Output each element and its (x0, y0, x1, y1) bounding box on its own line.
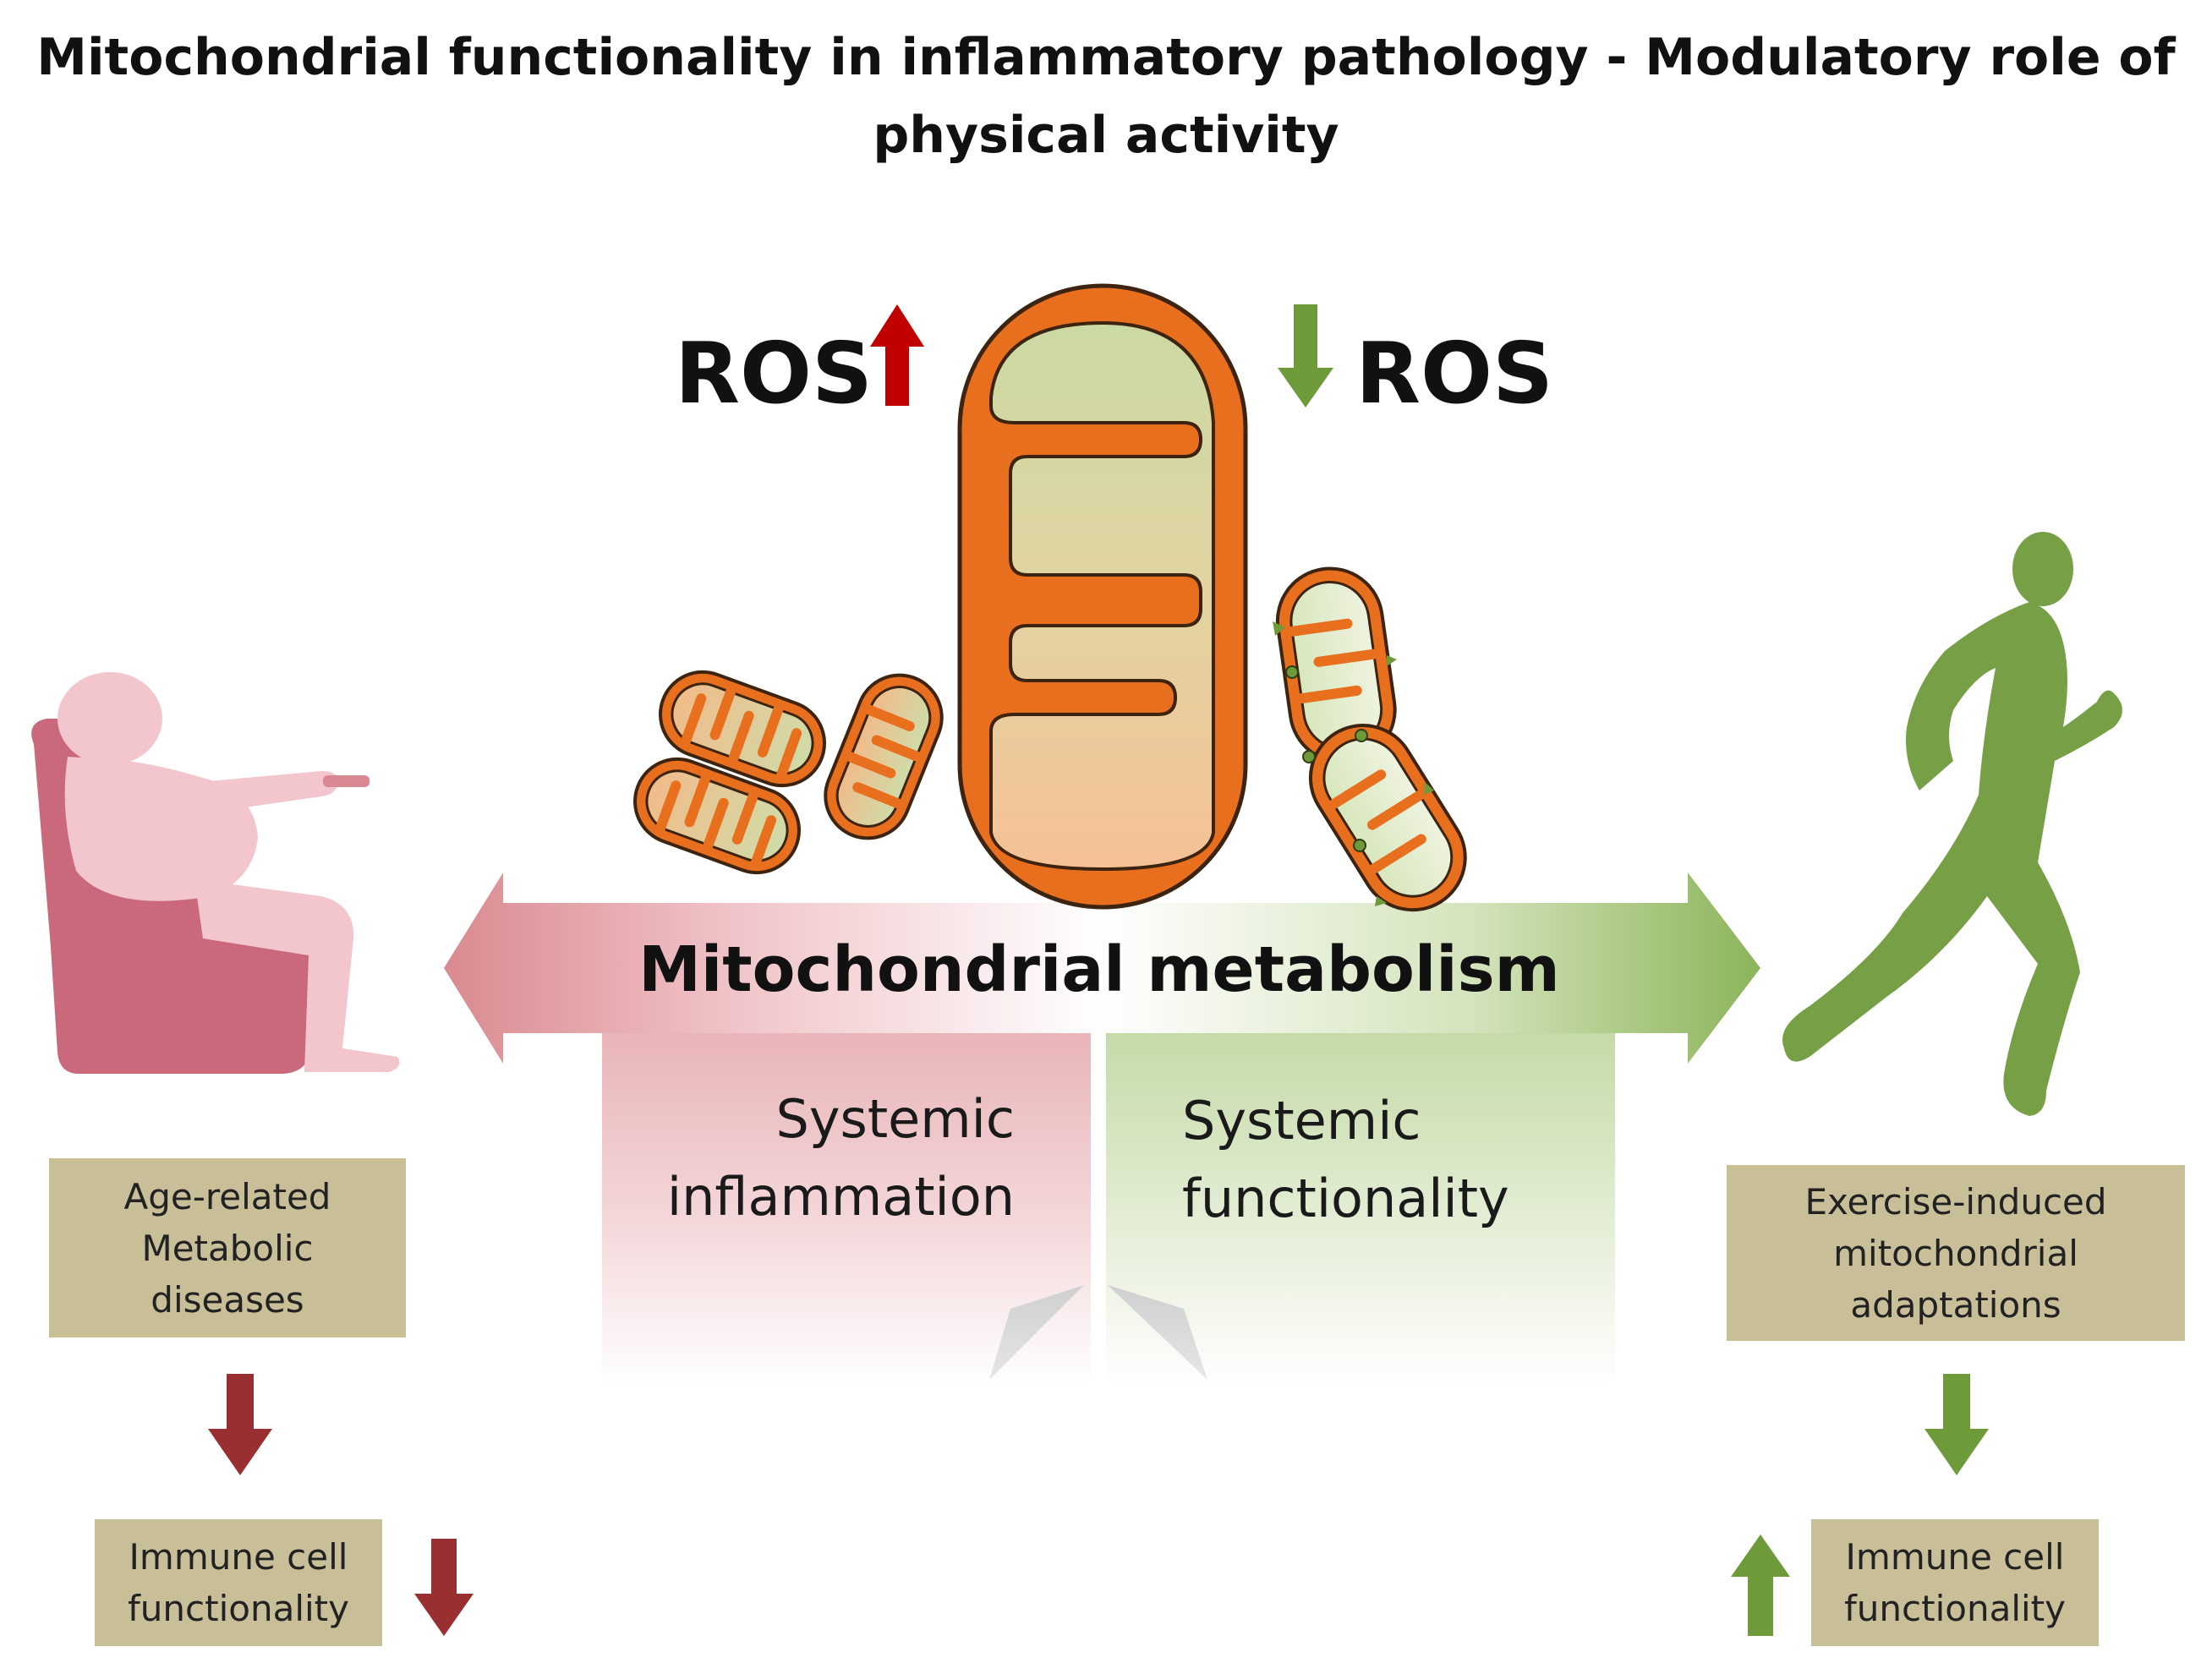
right-down-arrow-icon (1925, 1374, 1989, 1475)
age-related-diseases-box: Age-related Metabolic diseases (49, 1158, 406, 1338)
immune-cell-box-right: Immune cell functionality (1811, 1519, 2099, 1646)
runner-icon (1782, 532, 2122, 1116)
title-line-2: physical activity (873, 106, 1339, 165)
box-line: adaptations (1850, 1283, 2061, 1326)
left-down-arrow-icon (208, 1374, 272, 1475)
box-line: diseases (151, 1278, 304, 1321)
functionality-line-2: functionality (1182, 1168, 1509, 1229)
small-mitochondrion-1 (659, 670, 826, 788)
immune-left-down-arrow-icon (414, 1539, 474, 1636)
right-chevron (1108, 1285, 1207, 1380)
metabolism-axis-label: Mitochondrial metabolism (638, 933, 1560, 1006)
small-mitochondrion-3 (824, 673, 944, 840)
ros-down-arrow-icon (1278, 304, 1333, 408)
metabolism-axis-arrow (444, 873, 1760, 1064)
small-mitochondrion-2 (633, 757, 801, 875)
exercise-adaptations-box: Exercise-induced mitochondrial adaptatio… (1727, 1165, 2185, 1341)
ros-up-arrow-icon (870, 304, 924, 406)
fused-mitochondria (1273, 566, 1467, 912)
sedentary-person-icon (31, 672, 400, 1074)
left-chevron (989, 1285, 1084, 1380)
box-line: Metabolic (141, 1227, 314, 1269)
inflammation-line-2: inflammation (666, 1166, 1015, 1228)
box-line: functionality (1844, 1588, 2066, 1629)
box-line: Immune cell (129, 1536, 348, 1578)
functionality-line-1: Systemic (1182, 1090, 1421, 1152)
box-line: functionality (128, 1588, 349, 1629)
box-line: mitochondrial (1833, 1232, 2078, 1274)
ros-label-left: ROS (675, 324, 873, 423)
immune-right-up-arrow-icon (1731, 1534, 1790, 1636)
ros-label-right: ROS (1355, 324, 1554, 423)
box-line: Immune cell (1845, 1536, 2065, 1578)
box-line: Exercise-induced (1804, 1180, 2107, 1223)
box-line: Age-related (123, 1175, 331, 1217)
title-line-1: Mitochondrial functionality in inflammat… (36, 28, 2176, 87)
immune-cell-box-left: Immune cell functionality (95, 1519, 382, 1646)
mitochondrion-icon (957, 283, 1248, 910)
inflammation-line-1: Systemic (775, 1088, 1015, 1150)
functionality-column (1106, 1030, 1615, 1385)
